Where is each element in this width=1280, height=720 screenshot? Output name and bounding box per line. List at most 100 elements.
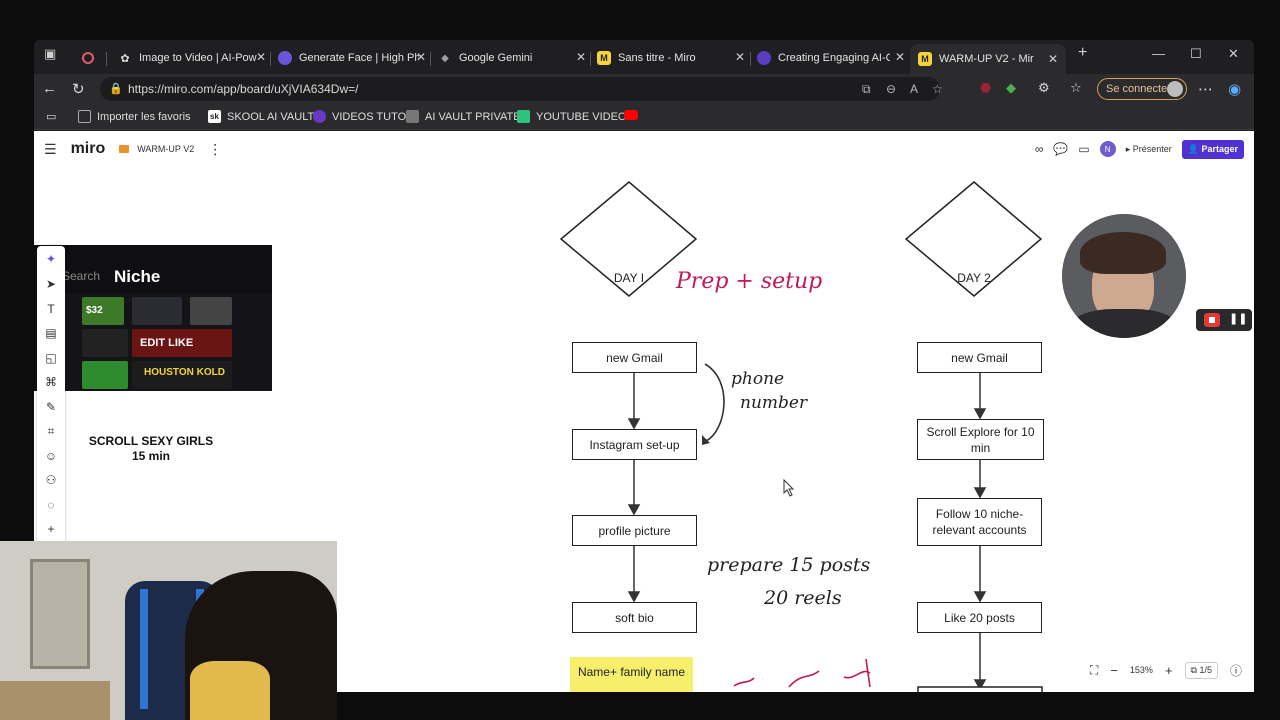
tab-recording[interactable] — [82, 46, 102, 70]
reactions-icon[interactable]: ∞ — [1034, 142, 1044, 156]
pages-indicator[interactable]: ⧉ 1/5 — [1184, 661, 1218, 679]
more-icon[interactable]: ⋯ — [1198, 81, 1213, 98]
tab-title: WARM-UP V2 - Mir — [939, 53, 1034, 65]
fit-to-screen-icon[interactable]: ⛶ — [1089, 662, 1099, 677]
close-icon[interactable]: ✕ — [734, 50, 745, 64]
miro-top-bar: ☰ miro WARM-UP V2 ⋮ — [44, 137, 222, 161]
tab-image-to-video[interactable]: ✿ Image to Video | AI-Pow ✕ — [118, 46, 266, 70]
day2-diamond[interactable] — [904, 181, 1043, 297]
more-tools-icon[interactable]: + — [47, 522, 55, 536]
read-aloud-icon[interactable]: A — [910, 82, 919, 96]
stop-recording-icon[interactable] — [1204, 313, 1220, 327]
day1-connectors — [627, 373, 641, 603]
close-icon[interactable]: ✕ — [575, 50, 586, 64]
comments-icon[interactable]: 💬 — [1053, 142, 1069, 156]
zoom-in-icon[interactable]: + — [1164, 662, 1173, 678]
purple-square-icon — [313, 110, 326, 123]
emoji-icon[interactable]: ☺ — [44, 449, 58, 463]
comment-icon[interactable]: ◌ — [47, 498, 55, 512]
bookmark-bar-toggle-icon[interactable]: ▭ — [46, 111, 57, 123]
favorites-icon[interactable]: ☆ — [1070, 80, 1082, 95]
handwritten-prepare-posts[interactable]: prepare 15 posts — [707, 554, 871, 576]
step-label: Instagram set-up — [589, 437, 680, 452]
user-avatar[interactable]: N — [1099, 141, 1116, 157]
copilot-icon[interactable]: ◉ — [1228, 81, 1242, 98]
apps-icon[interactable]: ⚇ — [45, 473, 57, 487]
extension-icon[interactable]: ◆ — [1006, 80, 1016, 95]
bookmark-youtube[interactable] — [624, 110, 644, 120]
help-icon[interactable]: ⓘ — [1229, 663, 1242, 678]
present-button[interactable]: ▸ Présenter — [1125, 143, 1172, 154]
select-pointer-icon[interactable]: ➤ — [45, 277, 57, 291]
favorite-star-icon[interactable]: ☆ — [932, 82, 943, 96]
extension-icon[interactable]: ⬣ — [980, 80, 992, 95]
pause-icon[interactable]: ❚❚ — [1229, 313, 1248, 325]
close-icon[interactable]: ✕ — [1047, 52, 1058, 66]
bookmark-youtube-video[interactable]: YOUTUBE VIDEO — [517, 110, 626, 123]
close-icon[interactable]: ✕ — [415, 50, 426, 64]
day1-step-new-gmail[interactable]: new Gmail — [572, 342, 697, 373]
handwritten-number[interactable]: number — [740, 393, 808, 413]
tab-title: Sans titre - Miro — [618, 52, 696, 64]
cast-icon[interactable]: ⧉ — [862, 82, 871, 96]
day1-step-soft-bio[interactable]: soft bio — [572, 602, 697, 633]
day1-step-instagram[interactable]: Instagram set-up — [572, 429, 697, 460]
back-icon[interactable]: ← — [42, 80, 57, 97]
close-window-icon[interactable]: ✕ — [1228, 46, 1239, 61]
scroll-label[interactable]: SCROLL SEXY GIRLS 15 min — [66, 434, 236, 464]
bookmark-videos-tuto[interactable]: VIDEOS TUTO — [313, 110, 406, 123]
sticky-note[interactable]: Name+ family name — [570, 657, 693, 692]
video-call-icon[interactable]: ▭ — [1078, 142, 1090, 156]
zoom-level[interactable]: 153% — [1129, 665, 1153, 675]
day2-step-new-gmail[interactable]: new Gmail — [917, 342, 1042, 373]
bookmark-skool[interactable]: sk SKOOL AI VAULT — [208, 110, 314, 123]
day2-step-follow-accounts[interactable]: Follow 10 niche-relevant accounts — [917, 498, 1042, 546]
shapes-icon[interactable]: ⌘ — [45, 375, 57, 389]
handwritten-reels[interactable]: 20 reels — [763, 587, 842, 609]
tab-creating-engaging[interactable]: Creating Engaging AI-Ge ✕ — [757, 46, 905, 70]
bookmark-label: VIDEOS TUTO — [332, 110, 407, 123]
close-icon[interactable]: ✕ — [894, 50, 905, 64]
reload-icon[interactable]: ↻ — [72, 81, 85, 98]
bookmark-ai-vault-private[interactable]: AI VAULT PRIVATE — [406, 110, 521, 123]
tab-google-gemini[interactable]: ◆ Google Gemini ✕ — [438, 46, 586, 70]
day2-step-scroll-explore[interactable]: Scroll Explore for 10 min — [917, 419, 1044, 460]
thumbnail-caption: $32 — [86, 305, 103, 316]
zoom-out-icon[interactable]: − — [1110, 662, 1118, 678]
url-field[interactable]: 🔒 https://miro.com/app/board/uXjVIA634Dw… — [100, 77, 943, 101]
board-menu-icon[interactable]: ⋮ — [208, 140, 223, 157]
tab-actions-icon[interactable]: ▣ — [44, 46, 57, 61]
menu-icon[interactable]: ☰ — [44, 140, 57, 157]
new-tab-icon[interactable]: + — [1078, 44, 1088, 61]
day1-diamond[interactable] — [559, 181, 698, 297]
zoom-icon[interactable]: ⊖ — [886, 82, 897, 96]
step-label: Scroll Explore for 10 min — [926, 424, 1035, 455]
minimize-icon[interactable]: — — [1152, 46, 1165, 61]
zoom-controls: ⛶ − 153% + ⧉ 1/5 ⓘ — [1090, 660, 1242, 680]
ai-sparkle-icon[interactable]: ✦ — [45, 252, 57, 266]
extensions-puzzle-icon[interactable]: ⚙ — [1038, 80, 1050, 95]
share-button[interactable]: 👤 Partager — [1181, 139, 1244, 159]
handwritten-prep-setup[interactable]: Prep + setup — [675, 269, 822, 294]
sticky-note-icon[interactable]: ◱ — [45, 351, 57, 365]
frame-icon[interactable]: ⌗ — [47, 424, 55, 438]
day2-connectors — [973, 373, 987, 691]
close-icon[interactable]: ✕ — [255, 50, 266, 64]
day1-step-profile-picture[interactable]: profile picture — [572, 515, 697, 546]
templates-icon[interactable]: ▤ — [45, 326, 57, 340]
tab-warm-up-v2[interactable]: M WARM-UP V2 - Mir ✕ — [910, 44, 1066, 74]
sticky-label: Name+ family name — [577, 665, 686, 679]
tab-generate-face[interactable]: Generate Face | High Ph ✕ — [278, 46, 426, 70]
url-text: https://miro.com/app/board/uXjVIA634Dw=/ — [128, 82, 359, 96]
handwritten-phone[interactable]: phone — [731, 369, 784, 389]
day2-step-like-posts[interactable]: Like 20 posts — [917, 602, 1042, 633]
folder-icon — [119, 145, 130, 153]
board-name[interactable]: WARM-UP V2 — [119, 144, 194, 154]
maximize-icon[interactable]: ☐ — [1190, 46, 1202, 61]
tab-sans-titre-miro[interactable]: M Sans titre - Miro ✕ — [597, 46, 745, 70]
sign-in-button[interactable]: Se connecter — [1097, 78, 1187, 100]
text-tool-icon[interactable]: T — [47, 302, 55, 316]
niche-thumbnail[interactable]: Search Niche $32 EDIT LIKE HOUSTON KOLD — [34, 245, 272, 391]
bookmark-import[interactable]: Importer les favoris — [78, 110, 191, 123]
pen-icon[interactable]: ✎ — [45, 400, 57, 414]
